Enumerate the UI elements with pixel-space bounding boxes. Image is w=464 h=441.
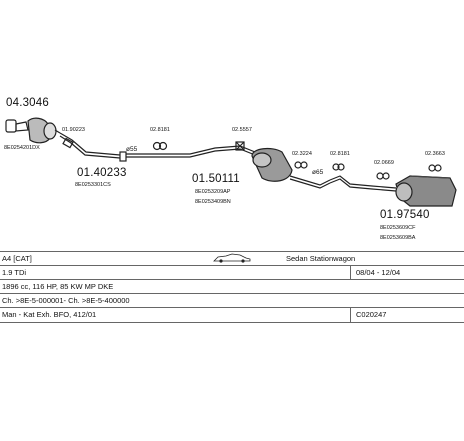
clamp-3: [294, 161, 308, 169]
intermediate-pipe: [126, 145, 256, 158]
table-row: Man - Kat Exh. BFO, 412/01 C020247: [0, 307, 464, 323]
code-cell: C020247: [356, 310, 387, 319]
rear-oe1: 8E0253609CF: [380, 225, 416, 231]
mid-pipe-oe1: 8E0253209AP: [195, 189, 231, 195]
table-row: 1896 cc, 116 HP, 85 KW MP DKE: [0, 279, 464, 294]
table-row: Ch. >8E-5-000001- Ch. >8E-5-400000: [0, 293, 464, 308]
clamp-a-label: ø55: [126, 146, 138, 153]
clamp3-label: 02.3224: [292, 151, 312, 157]
hanger-1: [152, 141, 168, 151]
exhaust-drawing: [5, 117, 457, 207]
front-pipe: [59, 132, 121, 159]
table-row: A4 [CAT] Sedan Stationwagon: [0, 251, 464, 266]
hanger1-label: 02.8181: [150, 127, 170, 133]
front-pipe-part-number: 01.40233: [77, 167, 127, 179]
hanger2-label: 02.8181: [330, 151, 350, 157]
clamp1-label: 01.90223: [62, 127, 85, 133]
front-pipe-oe-number: 8E0253301CS: [75, 182, 111, 188]
rear-silencer: [395, 175, 457, 207]
car-icon: [212, 253, 252, 265]
vehicle-table: A4 [CAT] Sedan Stationwagon 1.9 TDi 08/0…: [0, 251, 464, 341]
hanger-4: [428, 164, 442, 172]
catalytic-converter: [5, 117, 61, 144]
clamp-2: [235, 141, 245, 151]
clamp-b-label: ø65: [312, 169, 324, 176]
cat-part-number: 04.3046: [6, 97, 49, 109]
mid-pipe-part-number: 01.50111: [192, 173, 240, 185]
exhaust-diagram: 04.3046 8E0254201DX 01.90223 01.40233 8E…: [4, 97, 457, 241]
column-divider: [350, 307, 351, 322]
rear-part-number: 01.97540: [380, 209, 430, 221]
model-cell: A4 [CAT]: [2, 254, 32, 263]
hanger4-label: 02.3663: [425, 151, 445, 157]
spec-cell: 1896 cc, 116 HP, 85 KW MP DKE: [2, 282, 114, 291]
column-divider: [350, 265, 351, 279]
years-cell: 08/04 - 12/04: [356, 268, 401, 277]
rear-pipe: [329, 175, 397, 192]
middle-silencer: [251, 147, 331, 189]
rear-oe2: 8E0253609BA: [380, 235, 416, 241]
notes-cell: Man - Kat Exh. BFO, 412/01: [2, 310, 97, 319]
hanger3-label: 02.0669: [374, 160, 394, 166]
clamp2-label: 02.5557: [232, 127, 252, 133]
table-row: 1.9 TDi 08/04 - 12/04: [0, 265, 464, 280]
cat-oe-number: 8E0254201DX: [4, 145, 40, 151]
hanger-2: [332, 163, 345, 171]
chassis-cell: Ch. >8E-5-000001- Ch. >8E-5-400000: [2, 296, 130, 305]
engine-cell: 1.9 TDi: [2, 268, 27, 277]
hanger-3: [376, 172, 390, 180]
mid-pipe-oe2: 8E0253409BN: [195, 199, 231, 205]
body-type-cell: Sedan Stationwagon: [286, 254, 356, 263]
